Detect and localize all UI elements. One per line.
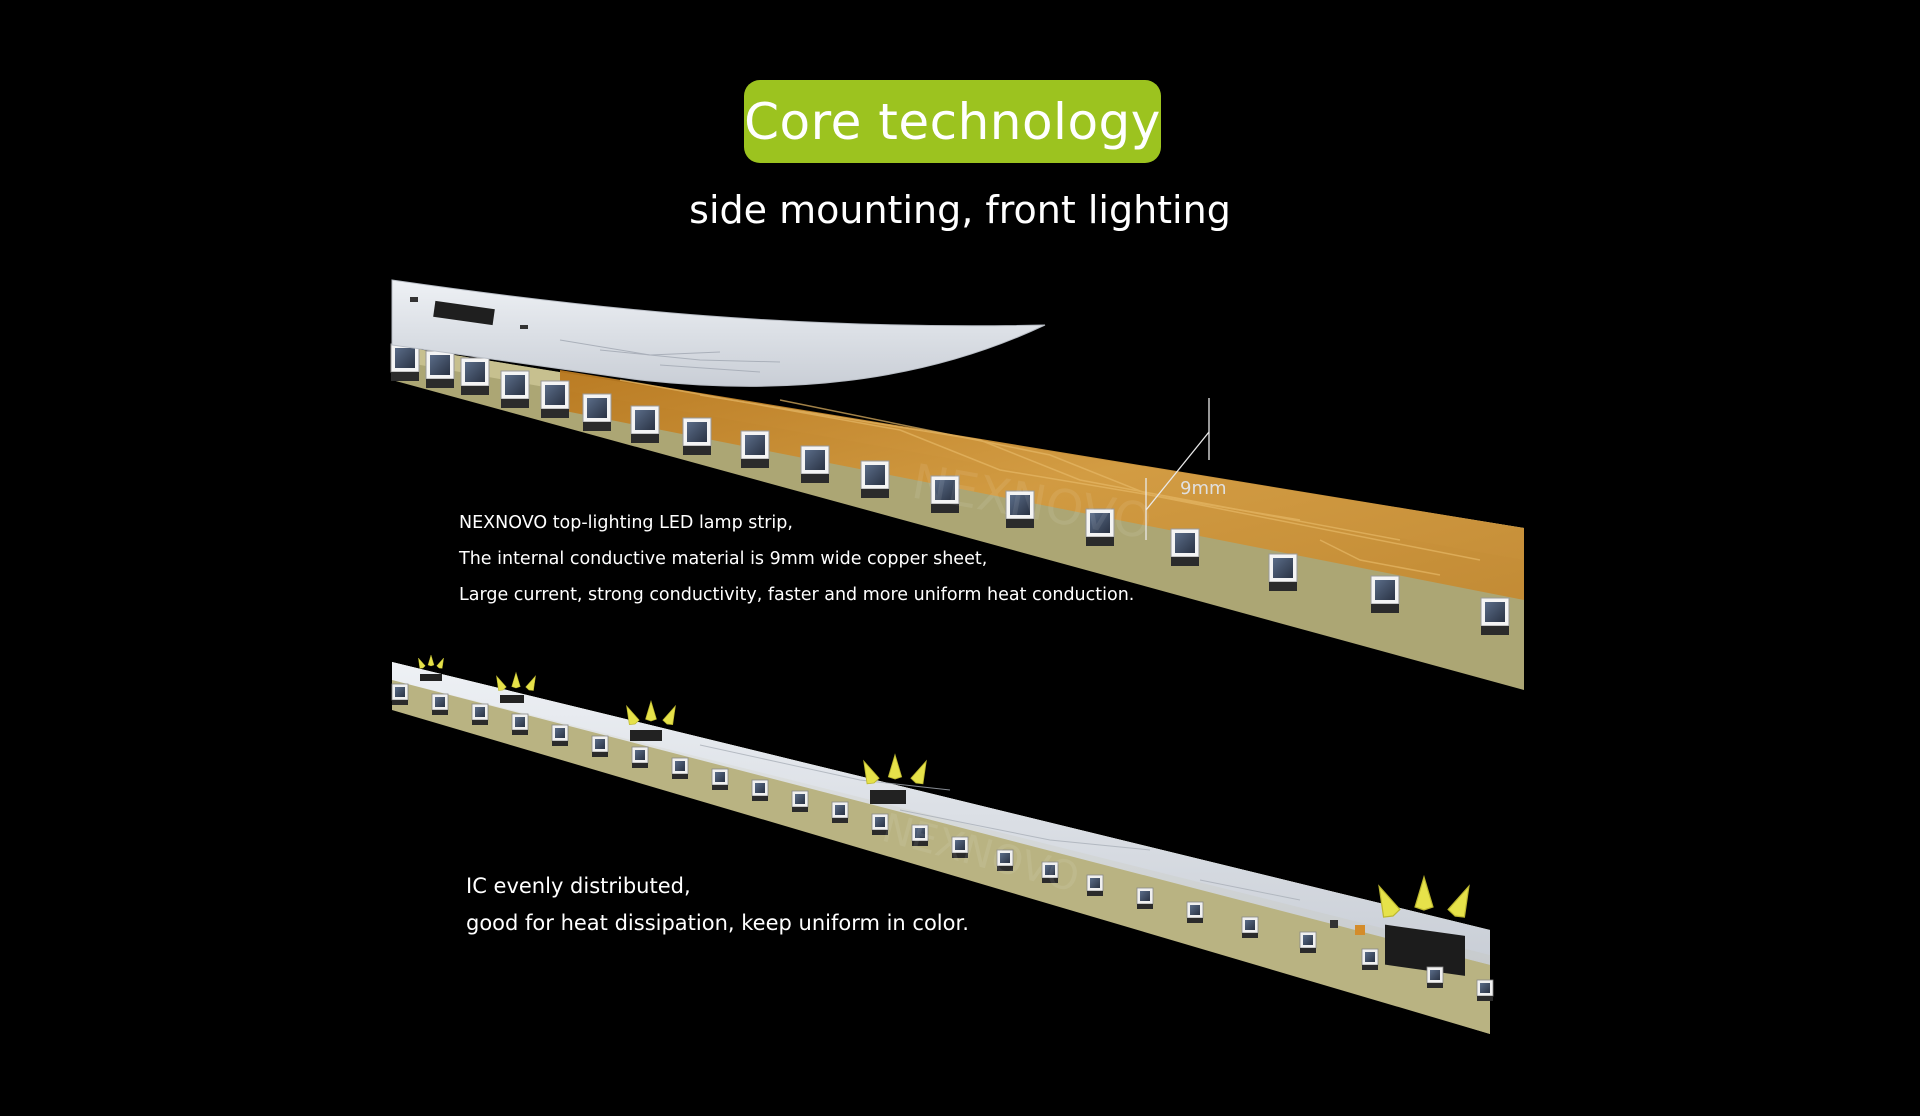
bottom-strip: NEXNOVO: [391, 654, 1494, 1034]
description-line: IC evenly distributed,: [466, 874, 691, 898]
dimension-label: 9mm: [1180, 478, 1227, 499]
core-technology-badge: Core technology: [744, 80, 1161, 163]
description-line: Large current, strong conductivity, fast…: [459, 585, 1135, 605]
page-subtitle: side mounting, front lighting: [689, 188, 1231, 232]
description-line: NEXNOVO top-lighting LED lamp strip,: [459, 513, 793, 533]
description-line: good for heat dissipation, keep uniform …: [466, 911, 969, 935]
description-line: The internal conductive material is 9mm …: [459, 549, 988, 569]
top-strip-description: NEXNOVO top-lighting LED lamp strip, The…: [459, 505, 1134, 613]
ic-chips: [420, 674, 1465, 976]
dimension-marker: [1145, 398, 1210, 540]
bottom-strip-description: IC evenly distributed, good for heat dis…: [466, 868, 969, 942]
top-strip: NEXNOVO 9mm: [390, 279, 1524, 690]
